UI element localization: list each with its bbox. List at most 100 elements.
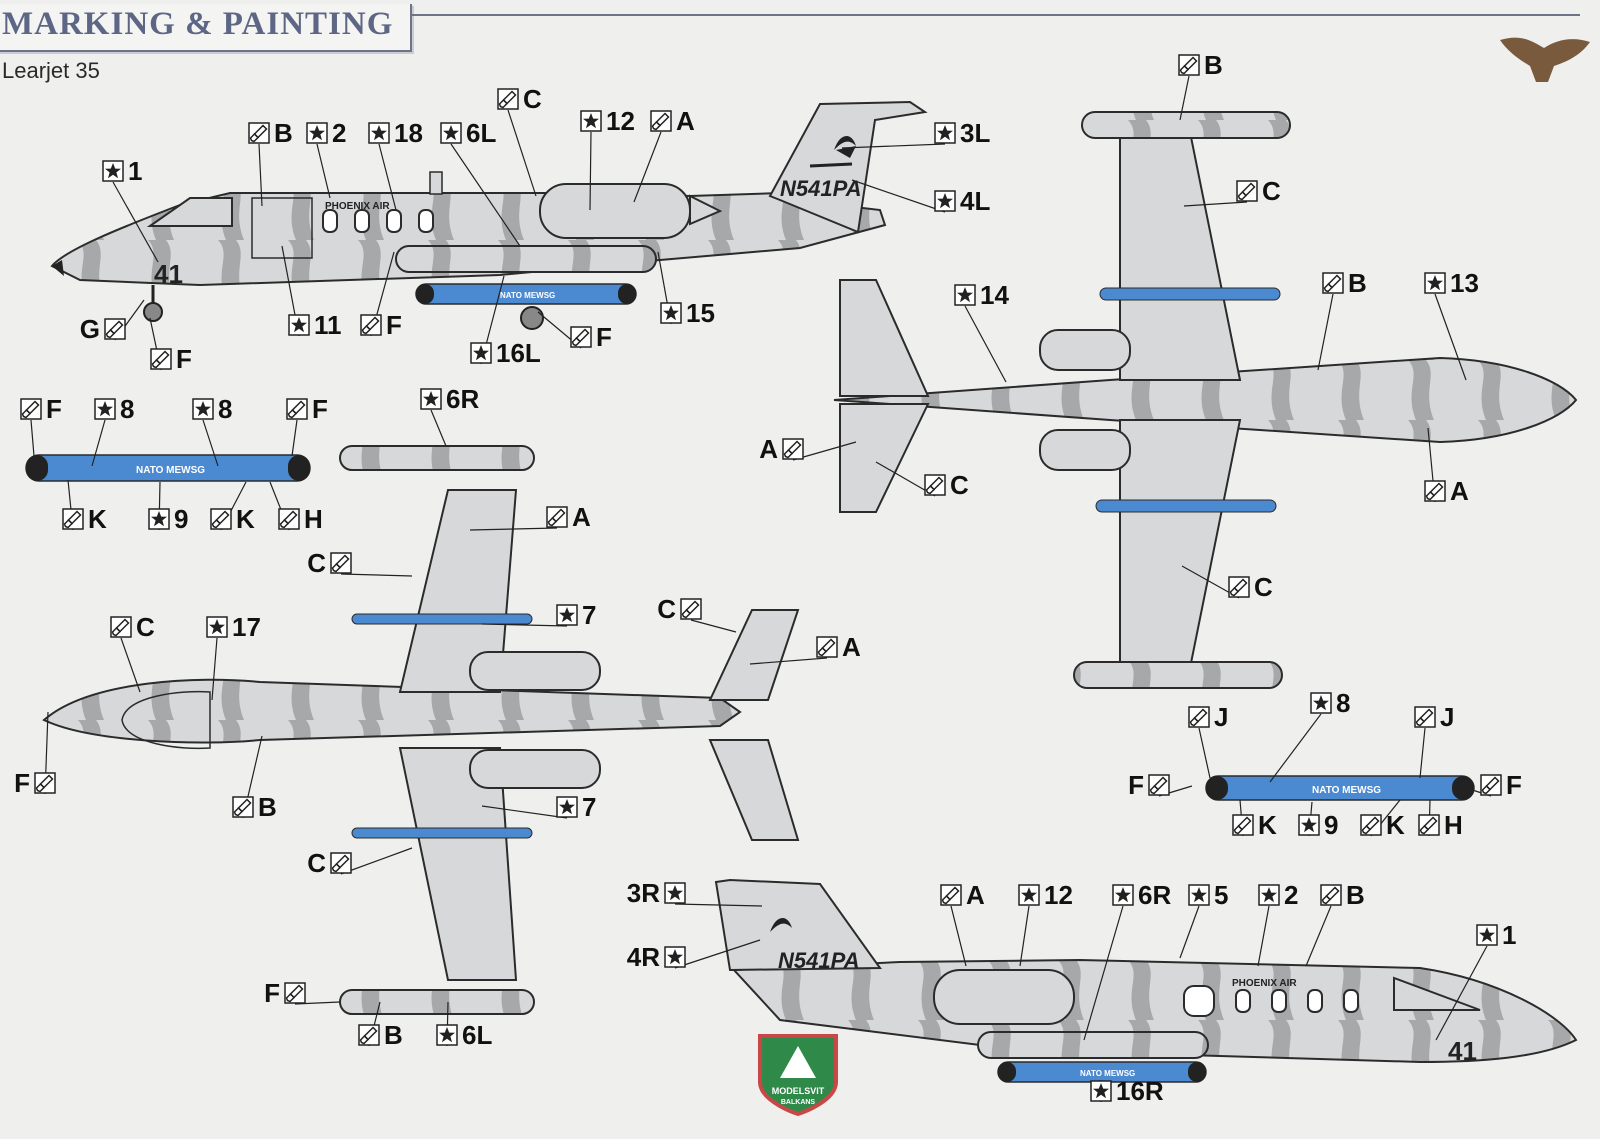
paint-brush-icon [782, 438, 804, 460]
callout-code: 17 [232, 612, 261, 642]
callout-bottom-view-decal-13: 13 [1424, 268, 1479, 381]
paint-brush-icon [1322, 272, 1344, 294]
callout-right-side-decal-4r: 4R [627, 939, 761, 972]
callout-top-view-decal-7: 7 [481, 792, 596, 822]
callout-code: K [1386, 810, 1405, 840]
paint-brush-icon [1418, 814, 1440, 836]
callout-left-side-decal-16l: 16L [470, 275, 541, 368]
decal-star-icon [368, 122, 390, 144]
leader-line [340, 847, 413, 875]
callout-code: A [572, 502, 591, 532]
paint-brush-icon [546, 506, 568, 528]
paint-brush-icon [330, 552, 352, 574]
paint-brush-icon [1228, 576, 1250, 598]
paint-brush-icon [104, 318, 126, 340]
callout-code: 18 [394, 118, 423, 148]
paint-brush-icon [1178, 54, 1200, 76]
callout-code: 7 [582, 792, 596, 822]
paint-brush-icon [1424, 480, 1446, 502]
title-box [0, 4, 412, 52]
callout-top-view-paint-b: B [232, 735, 277, 822]
leader-line [1179, 75, 1190, 121]
callout-code: 15 [686, 298, 715, 328]
callout-pod-right-decal-8: 8 [1269, 688, 1350, 783]
decal-star-icon [420, 388, 442, 410]
callout-code: C [1254, 572, 1273, 602]
callout-right-side-paint-b: B [1305, 880, 1365, 967]
callout-code: C [307, 548, 326, 578]
leader-line [378, 143, 397, 211]
leader-line [1305, 905, 1332, 967]
paint-brush-icon [497, 88, 519, 110]
callout-pod-left-paint-f: F [20, 394, 62, 457]
header-rule [410, 14, 1580, 16]
leader-line [91, 419, 106, 467]
callout-right-side-decal-12: 12 [1018, 880, 1073, 967]
callout-pod-left-decal-9: 9 [148, 481, 188, 534]
callout-bottom-view-paint-a: A [1424, 427, 1469, 506]
leader-line [481, 623, 568, 627]
paint-brush-icon [278, 508, 300, 530]
leader-line [1434, 293, 1467, 381]
paint-brush-icon [358, 1024, 380, 1046]
callout-top-view-paint-c: C [307, 548, 413, 578]
leader-line [749, 657, 828, 665]
callout-bottom-view-decal-14: 14 [954, 280, 1009, 383]
callout-pod-left-paint-h: H [269, 481, 323, 534]
leader-line [430, 409, 447, 447]
callout-pod-left-paint-f: F [286, 394, 328, 457]
leader-line [851, 179, 946, 213]
leader-line [211, 637, 218, 701]
callout-top-view-decal-7: 7 [481, 600, 596, 630]
callout-code: K [88, 504, 107, 534]
leader-line [316, 143, 331, 199]
decal-star-icon [206, 616, 228, 638]
paint-brush-icon [330, 852, 352, 874]
callout-left-side-paint-f: F [149, 317, 192, 374]
leader-line [841, 143, 946, 149]
callout-pod-left-paint-k: K [62, 479, 107, 534]
leader-line [1257, 905, 1270, 967]
paint-brush-icon [816, 636, 838, 658]
leader-line [30, 419, 35, 457]
callout-top-view-paint-a: A [469, 502, 591, 532]
decal-star-icon [1310, 692, 1332, 714]
callout-top-view-decal-6r: 6R [420, 384, 479, 447]
callout-left-side-decal-12: 12 [580, 106, 635, 211]
callout-code: 6R [446, 384, 479, 414]
callout-code: C [523, 84, 542, 114]
callout-pod-right-paint-f: F [1128, 770, 1193, 800]
callout-code: 8 [1336, 688, 1350, 718]
leader-line [120, 637, 141, 693]
callout-left-side-paint-g: G [80, 299, 145, 344]
leader-line [1083, 905, 1124, 1041]
decal-star-icon [556, 604, 578, 626]
callout-code: 4L [960, 186, 990, 216]
paint-brush-icon [1236, 180, 1258, 202]
callout-bottom-view-paint-c: C [875, 461, 969, 500]
callout-pod-right-paint-h: H [1418, 799, 1463, 840]
leader-line [1435, 945, 1488, 1041]
callout-code: C [136, 612, 155, 642]
leader-line [1419, 727, 1426, 779]
leader-line [112, 181, 159, 263]
callout-pod-left-decal-8: 8 [192, 394, 232, 467]
callout-right-side-decal-16r: 16R [1090, 1076, 1164, 1106]
callout-code: F [176, 344, 192, 374]
callout-pod-right-paint-f: F [1459, 770, 1522, 800]
aircraft-subtitle: Learjet 35 [2, 58, 100, 83]
callout-left-side-paint-f: F [537, 311, 612, 352]
decal-star-icon [436, 1024, 458, 1046]
callout-right-side-decal-2: 2 [1257, 880, 1298, 967]
callout-code: 9 [174, 504, 188, 534]
callout-code: A [842, 632, 861, 662]
callout-code: F [264, 978, 280, 1008]
right-pod-text: NATO MEWSG [1080, 1069, 1135, 1078]
callout-code: F [312, 394, 328, 424]
callout-code: B [1348, 268, 1367, 298]
callout-bottom-view-paint-b: B [1317, 268, 1367, 371]
aircraft-top-view [42, 445, 800, 1015]
callout-code: 2 [1284, 880, 1298, 910]
